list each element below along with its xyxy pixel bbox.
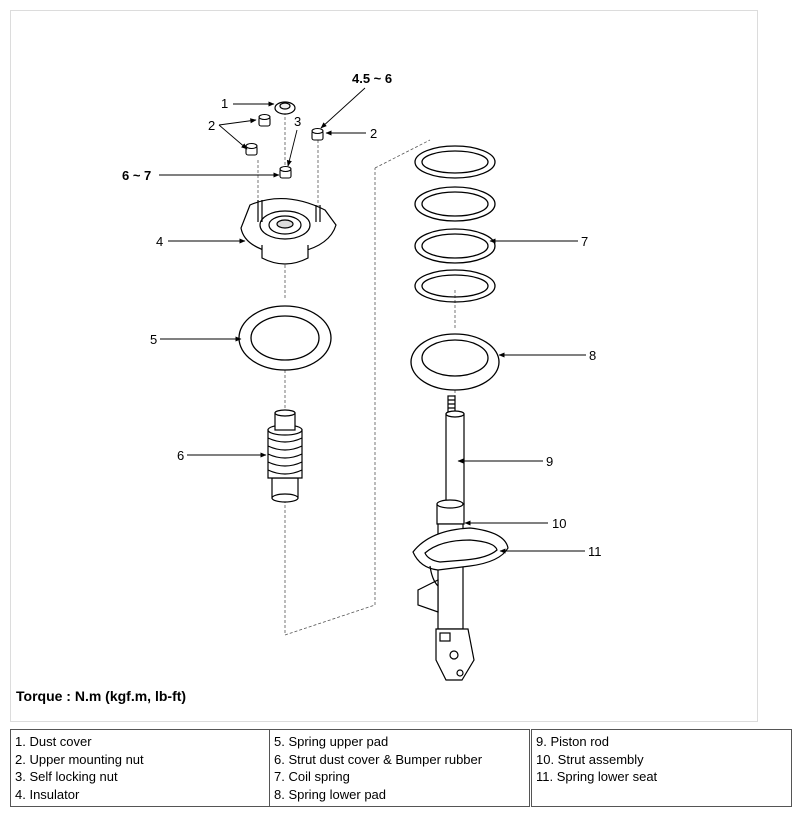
torque-value-upper-nut: 4.5 ~ 6 <box>352 71 392 86</box>
callout-5: 5 <box>150 332 157 347</box>
callout-10: 10 <box>552 516 566 531</box>
legend-item: 6. Strut dust cover & Bumper rubber <box>274 751 483 767</box>
alignment-lines <box>257 112 456 636</box>
spring-lower-seat-part <box>412 527 509 587</box>
callout-8: 8 <box>589 348 596 363</box>
legend-item: 10. Strut assembly <box>536 751 644 767</box>
upper-mounting-nuts-part <box>245 113 324 156</box>
callout-11: 11 <box>588 544 602 559</box>
legend-item: 8. Spring lower pad <box>274 786 387 802</box>
leader-lines <box>159 87 586 554</box>
piston-rod-part <box>445 395 465 505</box>
callout-9: 9 <box>546 454 553 469</box>
legend-item: 2. Upper mounting nut <box>15 751 144 767</box>
strut-assembly-part <box>417 499 475 681</box>
callout-3: 3 <box>294 114 301 129</box>
strut-exploded-diagram: 1 2 2 3 4 5 6 7 8 9 10 11 4.5 ~ 6 6 ~ 7 <box>122 71 602 681</box>
coil-spring-part <box>414 145 496 303</box>
legend-item: 3. Self locking nut <box>15 769 118 784</box>
self-locking-nut-part <box>279 165 292 179</box>
dust-cover-part <box>274 101 296 115</box>
parts-legend-table: 1. Dust cover 2. Upper mounting nut 3. S… <box>10 729 792 807</box>
legend-item: 1. Dust cover <box>15 734 92 749</box>
callout-labels: 1 2 2 3 4 5 6 7 8 9 10 11 4.5 ~ 6 6 ~ 7 <box>122 71 602 559</box>
legend-row: 1. Dust cover 2. Upper mounting nut 3. S… <box>10 729 792 807</box>
legend-item: 11. Spring lower seat <box>536 769 658 784</box>
spring-lower-pad-part <box>410 333 500 391</box>
callout-1: 1 <box>221 96 228 111</box>
legend-item: 4. Insulator <box>15 786 80 802</box>
strut-dust-cover-part <box>267 409 303 503</box>
torque-caption: Torque : N.m (kgf.m, lb-ft) <box>16 688 187 704</box>
spring-upper-pad-part <box>238 305 332 371</box>
exploded-view-figure <box>10 10 758 722</box>
legend-column-2: 5. Spring upper pad 6. Strut dust cover … <box>269 729 532 807</box>
callout-6: 6 <box>177 448 184 463</box>
legend-item: 5. Spring upper pad <box>274 734 389 749</box>
callout-7: 7 <box>581 234 588 249</box>
callout-2-left: 2 <box>208 118 215 133</box>
legend-column-1: 1. Dust cover 2. Upper mounting nut 3. S… <box>10 729 270 807</box>
insulator-part <box>240 197 337 265</box>
torque-value-self-locking-nut: 6 ~ 7 <box>122 168 151 183</box>
legend-column-3: 9. Piston rod 10. Strut assembly 11. Spr… <box>530 729 792 807</box>
callout-2-right: 2 <box>370 126 377 141</box>
callout-4: 4 <box>156 234 163 249</box>
legend-item: 7. Coil spring <box>274 769 350 784</box>
legend-item: 9. Piston rod <box>536 734 609 749</box>
